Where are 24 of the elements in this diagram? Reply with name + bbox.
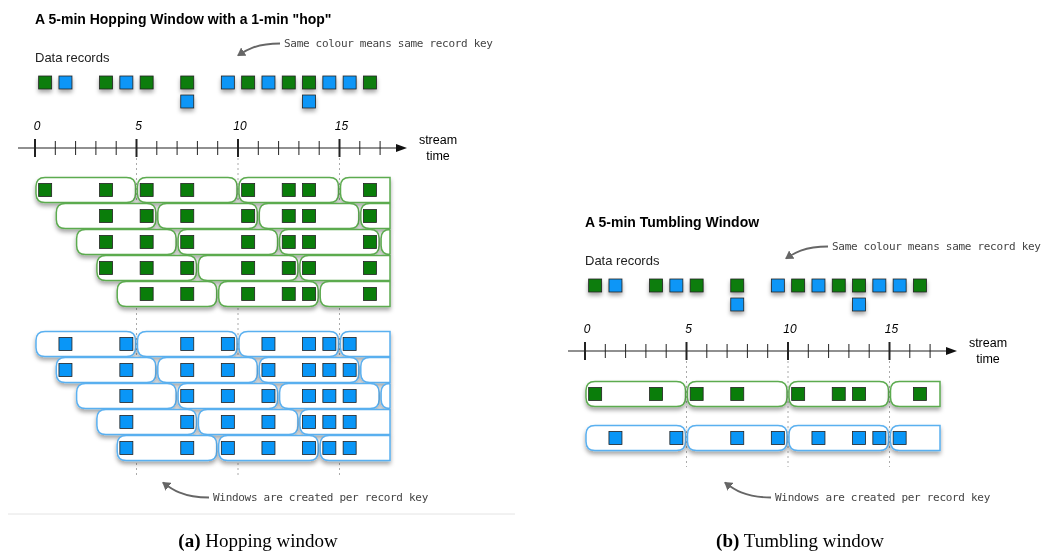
- annotation-text: Same colour means same record key: [832, 240, 1041, 253]
- tick-label: 15: [884, 322, 899, 336]
- tick-label: 15: [334, 119, 349, 133]
- figure-caption: (a) Hopping window: [178, 530, 338, 552]
- tick-label: 10: [783, 322, 797, 336]
- panel-title: A 5-min Tumbling Window: [585, 214, 760, 230]
- leader-arrow: [785, 245, 829, 260]
- row-label: Data records: [585, 253, 660, 268]
- annotation-text: Same colour means same record key: [284, 37, 493, 50]
- panel-title: A 5-min Hopping Window with a 1-min "hop": [35, 11, 332, 27]
- annotation-text: Windows are created per record key: [775, 491, 990, 504]
- tick-label: 5: [685, 322, 692, 336]
- tick-label: 0: [583, 322, 591, 336]
- axis-label: stream time: [967, 335, 1009, 367]
- tick-label: 10: [233, 119, 247, 133]
- leader-arrow: [162, 481, 210, 499]
- axis-label: stream time: [417, 132, 459, 164]
- figure-caption: (b) Tumbling window: [716, 530, 884, 552]
- tick-label: 0: [33, 119, 41, 133]
- annotation-text: Windows are created per record key: [213, 491, 428, 504]
- tick-label: 5: [135, 119, 142, 133]
- leader-arrow: [724, 481, 772, 499]
- row-label: Data records: [35, 50, 110, 65]
- leader-arrow: [237, 42, 281, 57]
